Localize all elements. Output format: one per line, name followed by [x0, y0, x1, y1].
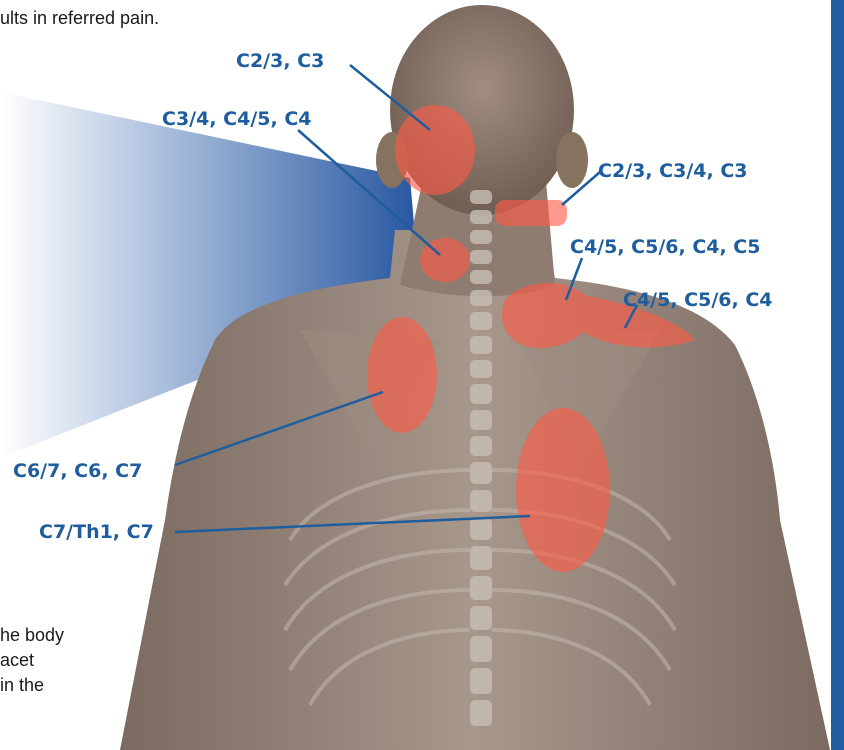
label-c45-c56-c4: C4/5, C5/6, C4	[623, 289, 772, 311]
bottom-text-line: he body	[0, 623, 64, 648]
pain-zone-c23-c3	[395, 105, 475, 195]
label-c67-c6-c7: C6/7, C6, C7	[13, 460, 142, 482]
right-ear	[556, 132, 588, 188]
label-c23-c34-c3: C2/3, C3/4, C3	[598, 160, 747, 182]
bottom-text-line: in the	[0, 673, 64, 698]
bottom-text: he body acet in the	[0, 623, 64, 698]
pain-zone-c7th1-c7	[516, 408, 610, 572]
label-c34-c45-c4: C3/4, C4/5, C4	[162, 108, 311, 130]
pain-zone-c23-c34-c3	[495, 200, 567, 226]
label-c23-c3: C2/3, C3	[236, 50, 324, 72]
pain-zone-c67-c6-c7	[367, 317, 437, 433]
label-c7th1-c7: C7/Th1, C7	[39, 521, 154, 543]
label-c45-c56-c4-c5: C4/5, C5/6, C4, C5	[570, 236, 760, 258]
frame-border	[831, 0, 844, 750]
intro-text: ults in referred pain.	[0, 6, 159, 31]
bottom-text-line: acet	[0, 648, 64, 673]
